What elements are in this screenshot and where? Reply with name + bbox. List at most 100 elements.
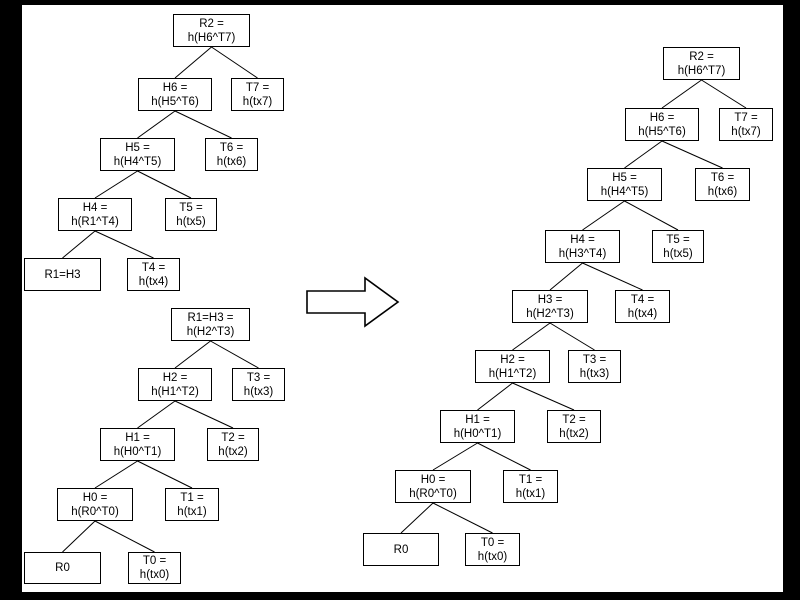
node-label-line1: T4 = <box>141 261 166 274</box>
node-label-line1: R1=H3 <box>44 268 81 281</box>
edge-r-r2-to-r-h6 <box>661 79 702 109</box>
node-label-line2: h(H3^T4) <box>558 247 607 260</box>
node-label-line2: h(tx2) <box>559 427 589 440</box>
node-label-line1: R0 <box>393 543 409 556</box>
node-label-line1: H3 = <box>537 293 563 306</box>
node-label-line2: h(H2^T3) <box>186 325 235 338</box>
edge-l-h6-to-l-t6 <box>174 110 232 139</box>
node-label-line1: T3 = <box>246 371 271 384</box>
edge-r-h6-to-r-t6 <box>661 140 723 169</box>
node-label-line1: H5 = <box>125 141 150 154</box>
node-l-t4: T4 =h(tx4) <box>127 258 180 291</box>
node-label-line2: h(H4^T5) <box>600 185 649 198</box>
node-label-line2: h(tx7) <box>731 125 761 138</box>
edge-l-h1-to-l-h0 <box>94 460 138 489</box>
edge-l-h2-to-l-h1 <box>137 400 176 429</box>
node-l-h0: H0 =h(R0^T0) <box>57 488 133 521</box>
edge-r-h4-to-r-h3 <box>549 262 583 291</box>
node-l-h1: H1 =h(H0^T1) <box>100 428 175 461</box>
node-label-line1: T0 = <box>480 536 505 549</box>
edge-r-h5-to-r-t5 <box>624 200 679 231</box>
node-label-line2: h(tx2) <box>218 445 248 458</box>
node-l-r1h3: R1=H3 <box>24 258 101 291</box>
diagram-canvas: R2 =h(H6^T7)H6 =h(H5^T6)T7 =h(tx7)H5 =h(… <box>22 5 783 592</box>
edge-l-h2-to-l-t2 <box>174 400 234 429</box>
node-label-line1: H2 = <box>162 371 188 384</box>
node-label-line1: H5 = <box>612 171 637 184</box>
node-label-line2: h(tx1) <box>515 487 546 500</box>
node-label-line2: h(H4^T5) <box>113 155 162 168</box>
node-label-line2: h(R1^T4) <box>71 215 119 228</box>
edge-l-h6-to-l-h5 <box>137 110 176 139</box>
node-label-line2: h(H2^T3) <box>526 307 574 320</box>
node-r-t0: T0 =h(tx0) <box>465 533 520 566</box>
node-r-h3: H3 =h(H2^T3) <box>512 290 588 323</box>
node-label-line1: T7 = <box>734 111 758 124</box>
node-l-r0: R0 <box>24 552 101 584</box>
node-l-r1h3e: R1=H3 =h(H2^T3) <box>171 308 250 341</box>
edge-r-h0-to-r-r0 <box>400 502 434 534</box>
node-l-h5: H5 =h(H4^T5) <box>100 138 175 171</box>
node-l-t2: T2 =h(tx2) <box>207 428 259 461</box>
node-label-line1: H6 = <box>162 81 188 94</box>
node-label-line2: h(tx6) <box>216 155 247 168</box>
node-label-line2: h(tx3) <box>579 367 610 380</box>
node-l-t1: T1 =h(tx1) <box>165 488 219 521</box>
node-label-line1: H4 = <box>82 201 108 214</box>
node-r-t2: T2 =h(tx2) <box>547 410 601 443</box>
edge-l-h0-to-l-t0 <box>94 520 155 553</box>
node-r-h1: H1 =h(H0^T1) <box>440 410 515 443</box>
node-label-line2: h(tx6) <box>707 185 738 198</box>
node-l-h6: H6 =h(H5^T6) <box>138 78 212 111</box>
node-l-t6: T6 =h(tx6) <box>205 138 258 171</box>
node-l-r2: R2 =h(H6^T7) <box>173 14 250 47</box>
node-label-line2: h(tx3) <box>243 385 274 398</box>
node-label-line1: T1 = <box>518 473 543 486</box>
edge-l-h4-to-l-r1h3 <box>62 230 96 259</box>
node-label-line2: h(H1^T2) <box>488 367 537 380</box>
node-label-line1: R2 = <box>689 50 714 63</box>
node-label-line1: T1 = <box>180 491 204 504</box>
node-r-h6: H6 =h(H5^T6) <box>625 108 699 141</box>
node-label-line2: h(H0^T1) <box>113 445 162 458</box>
edge-l-r1h3e-to-l-t3 <box>210 340 259 369</box>
node-label-line2: h(R0^T0) <box>71 505 119 518</box>
node-label-line1: H4 = <box>570 233 595 246</box>
edge-r-h3-to-r-h2 <box>512 322 551 351</box>
edge-l-h5-to-l-h4 <box>94 170 138 199</box>
edge-l-h4-to-l-t4 <box>94 230 154 259</box>
node-label-line1: H2 = <box>500 353 525 366</box>
node-l-h2: H2 =h(H1^T2) <box>138 368 212 401</box>
node-l-t3: T3 =h(tx3) <box>232 368 285 401</box>
node-r-r2: R2 =h(H6^T7) <box>663 47 740 80</box>
edge-r-h1-to-r-t1 <box>477 442 531 471</box>
node-label-line2: h(tx0) <box>139 569 170 581</box>
node-r-h4: H4 =h(H3^T4) <box>545 230 620 263</box>
edge-l-h1-to-l-t1 <box>137 460 193 489</box>
edge-r-h2-to-r-h1 <box>477 382 513 411</box>
node-r-h5: H5 =h(H4^T5) <box>587 168 662 201</box>
node-label-line1: T4 = <box>630 293 655 306</box>
edge-l-h5-to-l-t5 <box>137 170 192 199</box>
transformation-arrow <box>305 275 400 330</box>
node-label-line1: H0 = <box>82 491 108 504</box>
node-label-line2: h(tx0) <box>477 550 508 563</box>
node-label-line1: H1 = <box>125 431 150 444</box>
node-r-t7: T7 =h(tx7) <box>719 108 773 141</box>
edge-l-h0-to-l-r0 <box>62 520 96 553</box>
node-label-line2: h(H5^T6) <box>638 125 686 138</box>
node-label-line2: h(H1^T2) <box>151 385 199 398</box>
edge-l-r2-to-l-h6 <box>174 46 212 79</box>
node-label-line1: R2 = <box>199 17 224 30</box>
node-label-line2: h(H5^T6) <box>151 95 199 108</box>
node-label-line1: T0 = <box>142 555 167 567</box>
node-label-line1: T2 = <box>562 413 586 426</box>
arrow-shape <box>306 276 400 328</box>
node-label-line2: h(tx4) <box>627 307 658 320</box>
node-label-line1: T5 = <box>179 201 203 214</box>
node-l-t0: T0 = h(tx0) <box>128 552 181 584</box>
node-label-line1: R1=H3 = <box>187 311 234 324</box>
node-label-line1: T3 = <box>582 353 607 366</box>
edge-l-r2-to-l-t7 <box>211 46 258 79</box>
node-r-h2: H2 =h(H1^T2) <box>475 350 550 383</box>
